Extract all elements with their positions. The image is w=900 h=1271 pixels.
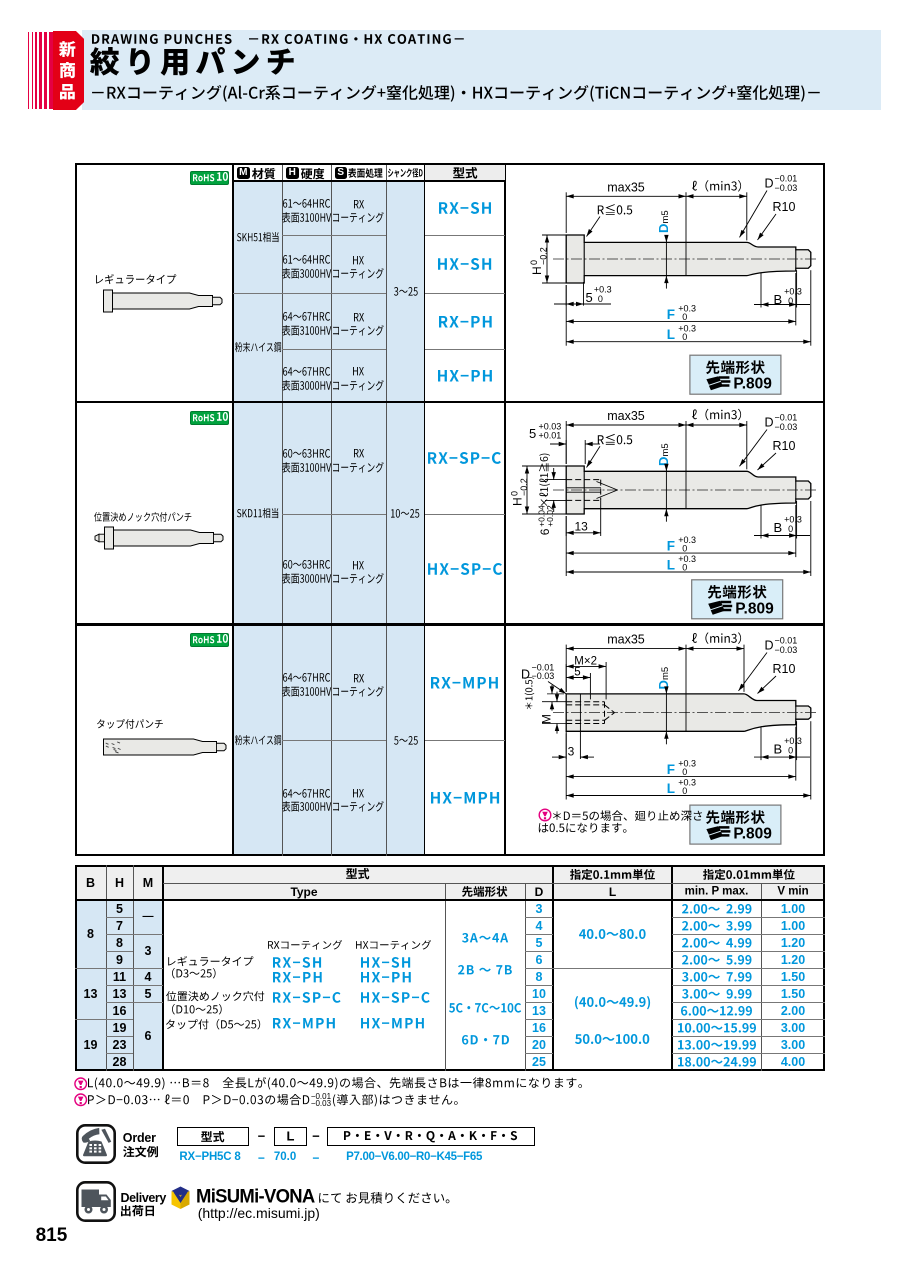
svg-text:0: 0 bbox=[682, 312, 687, 322]
svg-text:+0.3: +0.3 bbox=[678, 777, 696, 787]
svg-text:F: F bbox=[667, 539, 675, 554]
svg-text:6: 6 bbox=[538, 528, 552, 535]
svg-text:M×2: M×2 bbox=[574, 655, 597, 667]
svg-text:+0.3: +0.3 bbox=[678, 758, 696, 768]
svg-text:−0.03: −0.03 bbox=[775, 183, 798, 193]
svg-text:13: 13 bbox=[575, 519, 589, 533]
svg-text:0: 0 bbox=[788, 524, 793, 534]
svg-text:5: 5 bbox=[574, 666, 580, 678]
svg-text:−0.01: −0.01 bbox=[532, 662, 555, 672]
svg-text:−0.03: −0.03 bbox=[532, 670, 555, 680]
svg-text:−0.2: −0.2 bbox=[519, 478, 529, 496]
svg-text:max35: max35 bbox=[607, 632, 645, 646]
svg-text:R10: R10 bbox=[773, 662, 796, 676]
svg-text:0: 0 bbox=[682, 544, 687, 554]
svg-text:0: 0 bbox=[788, 296, 793, 306]
svg-text:F: F bbox=[667, 762, 675, 777]
svg-text:m5: m5 bbox=[660, 443, 671, 456]
svg-text:D: D bbox=[765, 416, 774, 430]
svg-text:+0.3: +0.3 bbox=[678, 303, 696, 313]
svg-text:3: 3 bbox=[568, 744, 575, 758]
svg-text:D: D bbox=[656, 457, 671, 466]
svg-text:m5: m5 bbox=[660, 666, 671, 679]
svg-text:0: 0 bbox=[510, 491, 520, 496]
svg-text:+0.3: +0.3 bbox=[784, 514, 802, 524]
svg-text:D: D bbox=[765, 638, 774, 652]
svg-text:5: 5 bbox=[529, 426, 536, 441]
svg-text:H: H bbox=[530, 266, 544, 275]
svg-text:+0.3: +0.3 bbox=[784, 287, 802, 297]
svg-text:D: D bbox=[765, 177, 774, 191]
svg-text:R10: R10 bbox=[773, 200, 796, 214]
svg-text:L: L bbox=[667, 558, 675, 573]
svg-text:+0.02: +0.02 bbox=[545, 505, 555, 527]
svg-text:B: B bbox=[774, 741, 783, 756]
svg-text:+0.04: +0.04 bbox=[537, 505, 547, 527]
svg-text:−0.01: −0.01 bbox=[775, 174, 798, 184]
svg-text:max35: max35 bbox=[607, 180, 645, 194]
svg-text:B: B bbox=[774, 520, 783, 535]
svg-text:D: D bbox=[521, 667, 530, 681]
svg-text:F: F bbox=[667, 307, 675, 322]
svg-text:P.809: P.809 bbox=[733, 825, 772, 842]
svg-text:0: 0 bbox=[529, 260, 539, 265]
svg-text:0: 0 bbox=[598, 294, 603, 304]
svg-text:L: L bbox=[667, 781, 675, 796]
svg-text:+0.01: +0.01 bbox=[539, 431, 562, 441]
svg-text:L: L bbox=[667, 327, 675, 342]
svg-text:0: 0 bbox=[682, 332, 687, 342]
svg-text:−0.2: −0.2 bbox=[539, 247, 549, 265]
svg-text:+0.3: +0.3 bbox=[678, 535, 696, 545]
svg-text:−0.01: −0.01 bbox=[775, 635, 798, 645]
svg-text:−0.03: −0.03 bbox=[775, 645, 798, 655]
svg-text:−0.01: −0.01 bbox=[775, 413, 798, 423]
svg-text:D: D bbox=[656, 224, 671, 233]
svg-text:H: H bbox=[511, 497, 525, 506]
svg-text:−0.03: −0.03 bbox=[775, 422, 798, 432]
svg-text:+0.3: +0.3 bbox=[678, 554, 696, 564]
svg-text:0: 0 bbox=[788, 745, 793, 755]
svg-text:+0.3: +0.3 bbox=[678, 324, 696, 334]
svg-text:m5: m5 bbox=[660, 210, 671, 223]
svg-text:+0.3: +0.3 bbox=[594, 285, 612, 295]
svg-text:0: 0 bbox=[682, 563, 687, 573]
svg-text:+0.3: +0.3 bbox=[784, 736, 802, 746]
svg-text:0: 0 bbox=[682, 767, 687, 777]
svg-text:+0.03: +0.03 bbox=[539, 422, 562, 432]
svg-text:P.809: P.809 bbox=[735, 600, 774, 617]
svg-text:5: 5 bbox=[586, 290, 593, 305]
svg-text:M: M bbox=[540, 714, 554, 724]
svg-text:D: D bbox=[656, 680, 671, 689]
svg-text:B: B bbox=[774, 292, 783, 307]
svg-text:P.809: P.809 bbox=[733, 376, 772, 393]
svg-text:R10: R10 bbox=[773, 439, 796, 453]
svg-text:max35: max35 bbox=[607, 409, 645, 423]
svg-text:0: 0 bbox=[682, 786, 687, 796]
